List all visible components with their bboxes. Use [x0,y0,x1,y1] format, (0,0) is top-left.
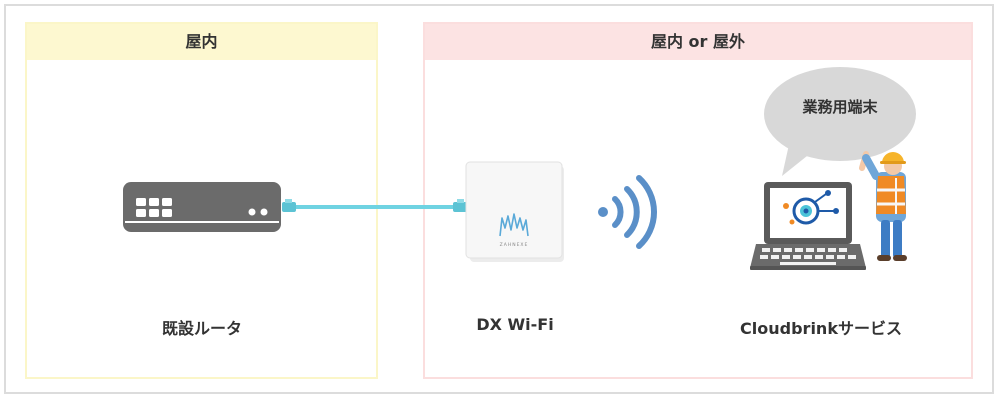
speech-bubble [764,67,916,176]
zone-indoor: 屋内 [25,22,378,379]
worker-icon [859,151,907,261]
wifi-signal-icon [598,175,658,249]
zone-indoor-or-outdoor: 屋内 or 屋外 [423,22,973,379]
ethernet-cable [282,199,467,212]
wifi-label: DX Wi-Fi [476,315,554,334]
laptop-icon [750,182,866,270]
zone-indoor-or-outdoor-title: 屋内 or 屋外 [425,24,971,60]
cloudbrink-logo-icon [783,190,839,225]
access-point-icon: ZAHNEXE [465,161,564,262]
bubble-label: 業務用端末 [802,98,878,116]
service-label: Cloudbrinkサービス [740,319,902,338]
router-label: 既設ルータ [161,319,243,338]
zone-indoor-title: 屋内 [27,24,376,60]
access-point-brand: ZAHNEXE [500,242,529,248]
router-icon [123,182,281,232]
